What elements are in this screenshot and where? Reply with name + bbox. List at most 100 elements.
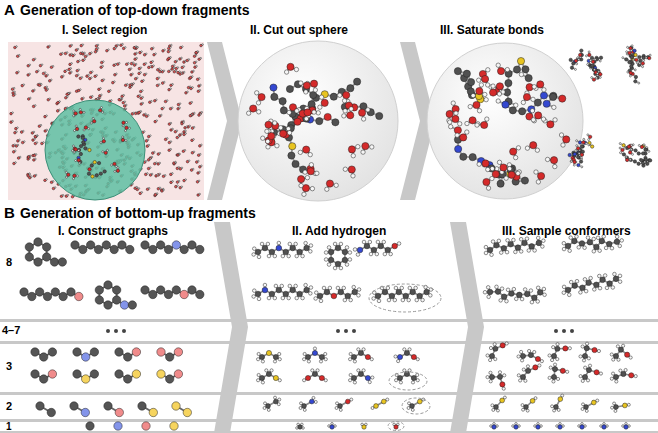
atom — [200, 57, 202, 59]
atom — [588, 53, 591, 56]
atom — [17, 144, 19, 146]
atom — [166, 138, 168, 140]
atom — [170, 141, 172, 143]
atom — [326, 180, 333, 187]
atom — [496, 83, 503, 90]
atom — [31, 370, 39, 378]
atom — [451, 101, 455, 105]
atom — [36, 402, 44, 410]
atom — [23, 141, 25, 143]
atom — [573, 160, 576, 163]
atom — [594, 71, 597, 74]
atom — [150, 135, 152, 137]
atom — [287, 130, 291, 134]
atom — [84, 52, 86, 54]
atom — [192, 87, 194, 89]
atom — [543, 100, 550, 107]
atom — [645, 148, 648, 151]
atom — [19, 156, 21, 158]
atom — [570, 66, 573, 69]
atom — [571, 160, 573, 162]
atom — [517, 57, 524, 64]
atom — [580, 49, 583, 52]
atom — [75, 127, 78, 130]
atom — [505, 79, 512, 86]
atom — [304, 90, 308, 94]
atom — [83, 129, 85, 131]
atom — [42, 253, 50, 261]
atom — [103, 61, 105, 63]
atom — [46, 86, 48, 88]
atom — [471, 93, 475, 97]
atom — [114, 81, 116, 83]
atom — [84, 147, 87, 150]
atom — [370, 145, 374, 149]
atom — [170, 57, 172, 59]
atom — [77, 159, 80, 162]
atom — [649, 54, 651, 56]
atom — [633, 49, 636, 52]
atom — [156, 193, 158, 195]
ellipsis-dots — [106, 329, 574, 333]
atom — [632, 59, 634, 61]
atom — [110, 245, 118, 253]
atom — [638, 55, 641, 58]
atom — [199, 153, 201, 155]
atom — [628, 61, 631, 64]
atom — [198, 180, 200, 182]
atom — [497, 92, 501, 96]
sphere-atoms — [65, 107, 130, 180]
atom — [591, 77, 593, 79]
atom — [489, 89, 496, 96]
atom — [129, 127, 131, 129]
atom — [513, 66, 520, 73]
atom — [347, 85, 354, 92]
atom — [148, 187, 150, 189]
atom — [126, 84, 128, 86]
step-chevron — [450, 222, 484, 433]
atom — [358, 109, 365, 116]
atom — [540, 92, 547, 99]
hydrogenated-molecules — [252, 240, 441, 430]
atom — [98, 109, 101, 112]
atom — [79, 152, 82, 155]
atom — [90, 164, 93, 167]
atom — [193, 70, 195, 72]
atom — [46, 129, 48, 131]
atom — [118, 241, 126, 249]
atom — [532, 85, 536, 89]
atom — [73, 370, 81, 378]
atom — [256, 101, 260, 105]
atom — [164, 175, 166, 177]
atom — [35, 174, 37, 176]
atom — [477, 162, 481, 166]
atom — [195, 61, 197, 63]
atom — [484, 97, 488, 101]
atom — [179, 107, 181, 109]
atom — [446, 110, 453, 117]
atom — [587, 134, 589, 136]
atom — [643, 59, 645, 61]
atom — [523, 93, 530, 100]
atom — [271, 93, 278, 100]
atom — [90, 348, 98, 356]
atom — [66, 52, 68, 54]
atom — [454, 127, 461, 134]
atom — [460, 153, 467, 160]
atom — [149, 167, 151, 169]
atom — [143, 131, 145, 133]
atom — [102, 65, 104, 67]
atom — [25, 253, 33, 261]
atom — [102, 137, 104, 139]
atom — [191, 114, 193, 116]
atom — [577, 156, 580, 159]
atom — [70, 402, 78, 410]
atom — [632, 153, 634, 155]
atom — [361, 150, 365, 154]
atom — [147, 115, 149, 117]
atom — [92, 95, 94, 97]
atom — [99, 97, 101, 99]
atom — [136, 77, 138, 79]
atom — [81, 77, 83, 79]
atom — [192, 113, 194, 115]
